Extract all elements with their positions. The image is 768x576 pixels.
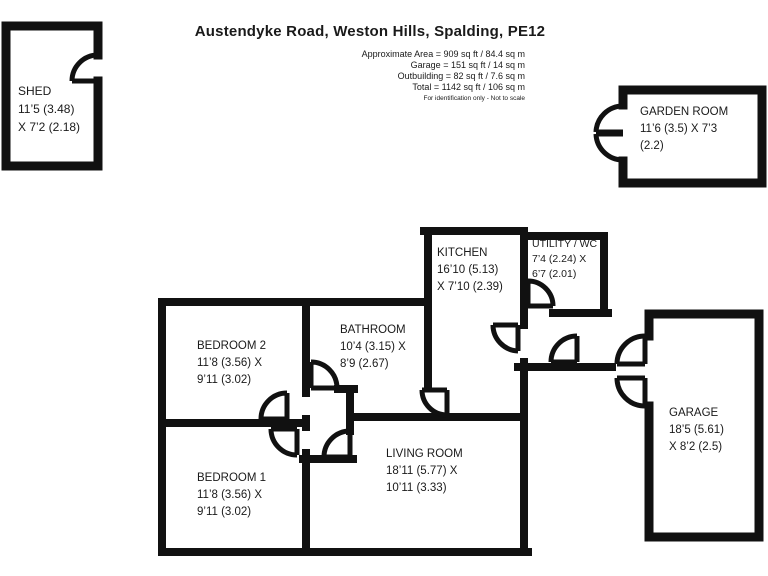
room-name: BEDROOM 2 [197,340,267,352]
room-name: GARDEN ROOM [640,106,729,118]
page-title: Austendyke Road, Weston Hills, Spalding,… [194,23,546,40]
room-dimensions: 7’4 (2.24) X [532,253,587,265]
disclaimer: For identification only - Not to scale [423,95,525,102]
room-dimensions: 18’5 (5.61) [669,424,724,436]
area-summary: Approximate Area = 909 sq ft / 84.4 sq m… [362,49,525,103]
hallway-door-icon [321,428,353,460]
room-dimensions: 11’6 (3.5) X 7’3 [640,123,718,135]
bedroom2-door-icon [258,390,290,422]
room-dimensions: X 8’2 (2.5) [669,441,723,453]
room-dimensions: 11’8 (3.56) X [197,357,262,369]
kitchen-label: KITCHEN 16’10 (5.13) X 7’10 (2.39) [437,245,503,296]
kitchen-bathroom-door-icon [419,387,450,418]
bedroom2-label: BEDROOM 2 11’8 (3.56) X 9’11 (3.02) [197,338,266,389]
room-name: LIVING ROOM [386,448,463,460]
garden-room-door-upper-icon [593,103,624,135]
shed-outline [1,21,103,171]
garden-room-door-lower-icon [593,131,624,163]
kitchen-hall-door-icon [490,322,521,354]
living-room-label: LIVING ROOM 18’11 (5.77) X 10’11 (3.33) [386,446,463,497]
room-dimensions: X 7’10 (2.39) [437,281,503,293]
bathroom-label: BATHROOM 10’4 (3.15) X 8’9 (2.67) [340,322,406,373]
garage-door-lower-icon [614,375,648,409]
room-name: KITCHEN [437,247,488,259]
utility-door-icon [525,278,556,309]
garage-walls [614,309,764,542]
room-name: GARAGE [669,407,719,419]
area-line-garage: Garage = 151 sq ft / 14 sq m [410,60,525,70]
room-dimensions: 10’4 (3.15) X [340,341,406,353]
house-outline [158,227,616,556]
utility-wc-label: UTILITY / WC 7’4 (2.24) X 6’7 (2.01) [532,237,597,282]
garage-label: GARAGE 18’5 (5.61) X 8’2 (2.5) [669,405,724,456]
room-dimensions: 9’11 (3.02) [197,374,252,386]
room-dimensions: 9’11 (3.02) [197,506,252,518]
room-name: SHED [18,84,52,98]
garage-outline [644,309,764,542]
area-line-approximate: Approximate Area = 909 sq ft / 84.4 sq m [361,49,525,59]
room-dimensions: 6’7 (2.01) [532,268,577,280]
room-dimensions: (2.2) [640,140,664,152]
bathroom-door-icon [308,359,340,391]
area-line-total: Total = 1142 sq ft / 106 sq m [412,82,525,92]
room-dimensions: 8’9 (2.67) [340,358,389,370]
room-dimensions: 11’8 (3.56) X [197,489,262,501]
shed-walls [1,21,103,171]
room-name: UTILITY / WC [532,238,598,250]
area-line-outbuilding: Outbuilding = 82 sq ft / 7.6 sq m [397,71,525,81]
room-dimensions: 18’11 (5.77) X [386,465,458,477]
bedroom1-label: BEDROOM 1 11’8 (3.56) X 9’11 (3.02) [197,470,266,521]
room-dimensions: 11’5 (3.48) [18,102,75,116]
room-dimensions: 10’11 (3.33) [386,482,447,494]
room-name: BATHROOM [340,324,406,336]
house-walls [158,227,616,556]
garden-room-outline [618,85,767,188]
hall-rear-door-icon [548,333,580,365]
garden-room-label: GARDEN ROOM 11’6 (3.5) X 7’3 (2.2) [640,104,728,155]
shed-door-icon [69,52,99,84]
shed-label: SHED 11’5 (3.48) X 7’2 (2.18) [18,82,80,136]
room-dimensions: X 7’2 (2.18) [18,120,81,134]
room-name: BEDROOM 1 [197,472,267,484]
garden-room-walls [593,85,767,188]
garage-door-upper-icon [614,333,648,367]
room-dimensions: 16’10 (5.13) [437,264,499,276]
bedroom1-door-icon [268,426,300,458]
